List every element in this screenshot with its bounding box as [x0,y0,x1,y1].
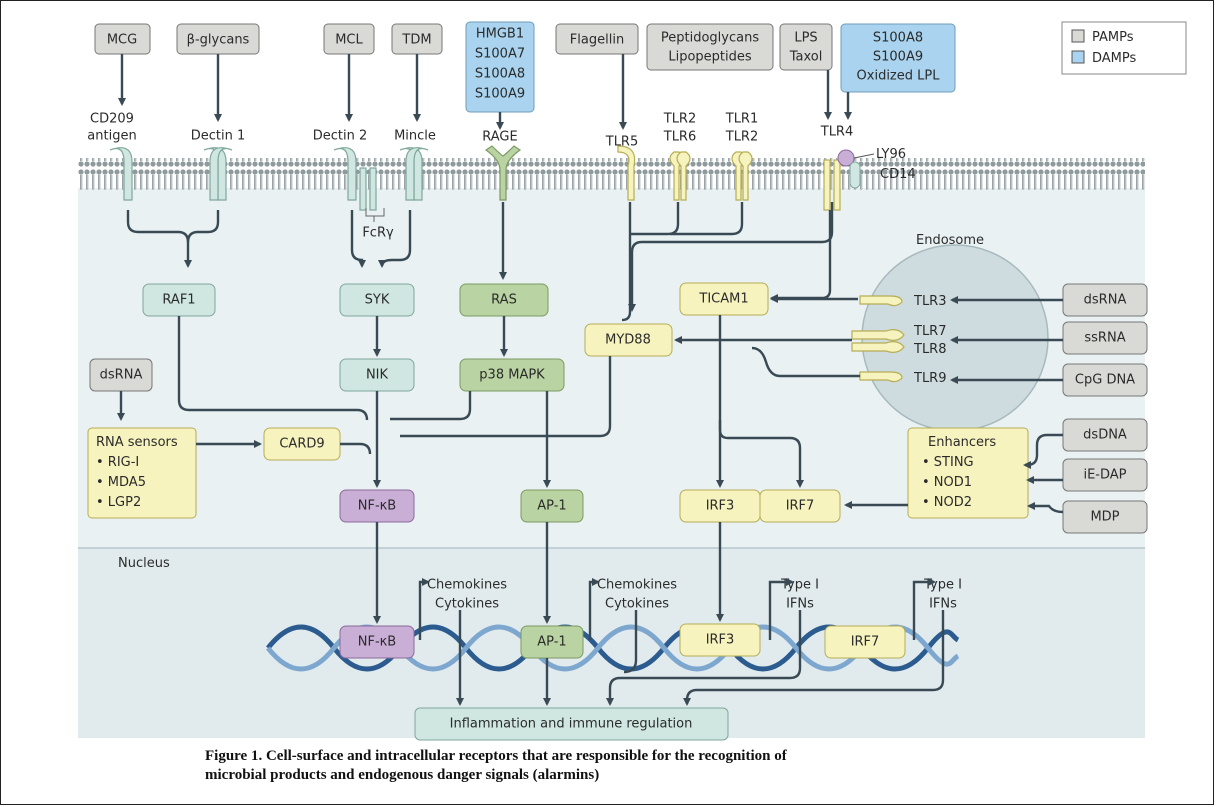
node-myd88: MYD88 [605,333,651,348]
legend-pamp-swatch [1071,29,1085,43]
ligand-tdm: TDM [401,33,431,48]
node-ap1: AP-1 [537,499,566,514]
endosome-label: Endosome [916,233,984,248]
enhancers-title: Enhancers [928,435,996,450]
caption-line-1: Figure 1. Cell-surface and intracellular… [205,748,787,764]
enhancer-nod1: • NOD1 [922,475,972,490]
receptor-tlr8: TLR8 [913,342,947,357]
legend-damp-swatch [1071,50,1085,64]
node-irf7-nucleus: IRF7 [851,635,880,650]
cd14-icon [849,161,861,189]
ligand-s100a8-1: S100A8 [475,67,525,82]
receptor-tlr1: TLR1 [725,112,759,127]
caption-line-2: microbial products and endogenous danger… [205,767,600,783]
receptor-tlr2: TLR2 [663,112,697,127]
ligand-mdp: MDP [1090,510,1119,525]
ligand-ssrna: ssRNA [1084,331,1125,346]
receptor-tlr4: TLR4 [820,125,854,140]
output-chemokines-1: Chemokines [427,578,507,593]
ligand-dsdna: dsDNA [1083,428,1127,443]
node-nik: NIK [366,368,389,383]
ligand-hmgb1: HMGB1 [476,27,524,42]
ligand-taxol: Taxol [789,50,823,65]
receptor-fcry: FcRγ [362,226,394,241]
receptor-dectin1: Dectin 1 [191,129,246,144]
receptor-mincle: Mincle [394,129,436,144]
receptor-cd209-antigen: antigen [87,129,136,144]
receptor-cd209: CD209 [90,112,134,127]
output-type-i-2: Type I [923,578,962,593]
output-cytokines-2: Cytokines [605,597,669,612]
receptor-tlr3: TLR3 [913,294,947,309]
ligand-flagellin: Flagellin [570,33,624,48]
ligand-s100a9-2: S100A9 [873,50,923,65]
receptor-tlr9: TLR9 [913,371,947,386]
receptor-dectin2: Dectin 2 [313,129,368,144]
ligand-mcl: MCL [335,33,363,48]
receptor-tlr2b: TLR2 [725,130,759,145]
ligand-s100a7: S100A7 [475,47,525,62]
nucleus-area [78,548,1145,738]
ligand-dsrna-endo: dsRNA [1084,293,1127,308]
ligand-ie-dap: iE-DAP [1083,468,1126,483]
legend-damps: DAMPs [1092,51,1137,66]
ligand-lps: LPS [794,31,817,46]
receptor-tlr5: TLR5 [605,135,639,150]
ligand-lipopeptides: Lipopeptides [668,50,752,65]
node-ras: RAS [491,293,517,308]
ligand-peptidoglycans: Peptidoglycans [661,31,759,46]
enhancer-nod2: • NOD2 [922,495,972,510]
node-ticam1: TICAM1 [698,292,748,307]
c-type-lectin-receptors [109,147,429,211]
rna-sensor-rig-i: • RIG-I [96,455,139,470]
ligand-oxidized-lpl: Oxidized LPL [857,69,941,84]
node-p38-mapk: p38 MAPK [479,368,545,383]
output-ifns-1: IFNs [786,597,814,612]
tlr-receptors [617,145,841,211]
node-irf3: IRF3 [706,499,735,514]
node-nf-kb: NF-κB [358,499,396,514]
ligand-s100a9-1: S100A9 [475,87,525,102]
rna-sensor-mda5: • MDA5 [96,475,146,490]
node-irf3-nucleus: IRF3 [706,633,735,648]
endosomal-tlrs [851,295,905,383]
node-card9: CARD9 [279,437,324,452]
cell-membrane [78,158,1145,190]
receptor-tlr7: TLR7 [913,324,947,339]
figure-caption: Figure 1. Cell-surface and intracellular… [205,747,965,785]
node-irf7: IRF7 [786,499,815,514]
receptor-cd14: CD14 [880,167,916,182]
enhancer-sting: • STING [922,455,974,470]
ligand-s100a8-2: S100A8 [873,31,923,46]
nucleus-label: Nucleus [118,556,170,571]
ligand-mcg: MCG [107,33,137,48]
ligand-dsrna-cyto: dsRNA [100,368,143,383]
rna-sensor-lgp2: • LGP2 [96,495,141,510]
node-nf-kb-nucleus: NF-κB [358,635,396,650]
receptor-tlr6: TLR6 [663,130,697,145]
output-chemokines-2: Chemokines [597,578,677,593]
output-cytokines-1: Cytokines [435,597,499,612]
node-inflammation: Inflammation and immune regulation [450,717,693,732]
output-type-i-1: Type I [780,578,819,593]
rna-sensors-title: RNA sensors [96,435,178,450]
legend-pamps: PAMPs [1092,30,1134,45]
receptor-rage: RAGE [482,130,517,145]
node-syk: SYK [365,293,390,308]
ligand-beta-glycans: β-glycans [187,33,250,48]
output-ifns-2: IFNs [929,597,957,612]
ligand-cpg-dna: CpG DNA [1075,373,1135,388]
pathway-diagram: Endosome PAMPs DAMPs MCG β-glycans MCL T… [78,21,1187,741]
receptor-ly96: LY96 [876,147,906,162]
legend: PAMPs DAMPs [1061,21,1187,75]
rage-receptor [484,145,522,201]
node-raf1: RAF1 [162,293,195,308]
node-ap1-nucleus: AP-1 [537,635,566,650]
